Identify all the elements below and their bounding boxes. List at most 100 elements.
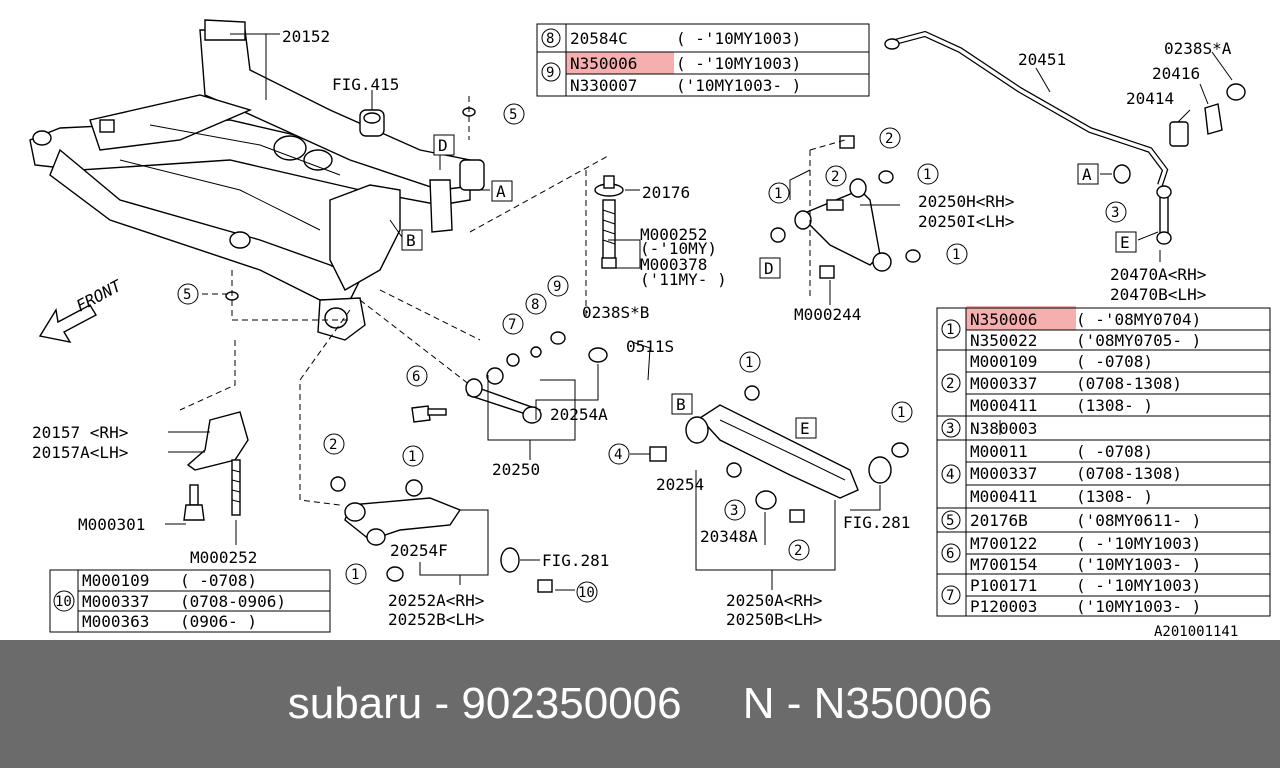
callout-2-a: 2: [329, 437, 337, 453]
letter-b-box-2: B: [676, 395, 686, 414]
callout-2-c: 2: [885, 131, 893, 147]
label-m000378: M000378: [640, 255, 707, 274]
rt-2-1-part: M000109: [970, 352, 1037, 371]
callout-1-b: 1: [351, 567, 359, 583]
stabilizer-bar-20451: [884, 30, 1246, 245]
right-table-num-5: 5: [946, 513, 954, 529]
rt-6-2-range: ('10MY1003- ): [1076, 555, 1201, 574]
right-table-num-2: 2: [946, 376, 954, 392]
top-table-num-8: 8: [546, 31, 554, 47]
callout-5-b: 5: [183, 287, 191, 303]
callout-1-f: 1: [774, 186, 782, 202]
subframe-crossmember: [29, 19, 485, 341]
label-20254f: 20254F: [390, 541, 448, 560]
callout-1-a: 1: [408, 449, 416, 465]
label-m000244: M000244: [794, 305, 861, 324]
upper-arm-20250h: [770, 135, 921, 279]
callout-9: 9: [553, 279, 561, 295]
highlight-right: [966, 306, 1076, 330]
right-table-num-6: 6: [946, 546, 954, 562]
front-label: FRONT: [73, 276, 126, 316]
rt-7-2-part: P120003: [970, 597, 1037, 616]
label-m000378-note: ('11MY- ): [640, 270, 727, 289]
letter-d-box-2: D: [764, 259, 774, 278]
rt-1-1-part: N350006: [970, 310, 1037, 329]
callout-circles: 5 5 6 7 8 9 2 1 1 10 1 4 3 2 1 2 2 1 1 1…: [177, 103, 1127, 603]
label-0238s-a: 0238S*A: [1164, 39, 1232, 58]
label-fig415: FIG.415: [332, 75, 399, 94]
lateral-link-20250: [411, 331, 608, 424]
callout-3-a: 3: [730, 503, 738, 519]
rt-3-1-part: N380003: [970, 419, 1037, 438]
footer-code: N: [742, 679, 775, 728]
label-m000252-b: M000252: [190, 548, 257, 567]
callout-1-g: 1: [952, 247, 960, 263]
label-ref-code: A201001141: [1154, 624, 1238, 640]
callout-7: 7: [508, 317, 516, 333]
top-table-part-3: N330007: [570, 76, 637, 95]
front-arrow: FRONT: [38, 276, 126, 343]
table-top: 8 9 20584C ( -'10MY1003) N350006 ( -'10M…: [536, 23, 870, 97]
footer-part-number: 902350006: [461, 679, 682, 728]
label-20157a: 20157A<LH>: [32, 443, 128, 462]
callout-10-a: 10: [578, 585, 595, 601]
label-20250h: 20250H<RH>: [918, 192, 1014, 211]
footer-oem-part: N350006: [813, 679, 993, 728]
bracket-20157: [183, 411, 249, 521]
leader-lines: [165, 33, 1233, 591]
top-table-range-2: ( -'10MY1003): [676, 54, 801, 73]
lower-arm-20250a: [649, 385, 909, 523]
callout-5-a: 5: [509, 107, 517, 123]
letter-boxes: D A B B E D A E: [401, 134, 1137, 439]
rt-4-1-range: ( -0708): [1076, 442, 1153, 461]
rt-4-2-part: M000337: [970, 464, 1037, 483]
left-table-part-3: M000363: [82, 612, 149, 631]
top-table-range-1: ( -'10MY1003): [676, 29, 801, 48]
table-right: 1 2 3 4 5 6 7 N350006 ( -'08MY0704) N350…: [936, 306, 1271, 617]
top-table-part-1: 20584C: [570, 29, 628, 48]
label-0511s: 0511S: [626, 337, 674, 356]
left-table-range-3: (0906- ): [180, 612, 257, 631]
callout-2-d: 2: [831, 169, 839, 185]
letter-a-box-2: A: [1082, 165, 1092, 184]
callout-6: 6: [412, 369, 420, 385]
label-20348a: 20348A: [700, 527, 758, 546]
right-table-num-3: 3: [946, 421, 954, 437]
letter-d-box-1: D: [438, 136, 448, 155]
rt-1-2-part: N350022: [970, 331, 1037, 350]
rt-6-1-part: M700122: [970, 534, 1037, 553]
label-20250a: 20250A<RH>: [726, 591, 822, 610]
rt-6-2-part: M700154: [970, 555, 1037, 574]
label-20470a: 20470A<RH>: [1110, 265, 1206, 284]
label-20254: 20254: [656, 475, 704, 494]
callout-4: 4: [614, 447, 622, 463]
rt-7-2-range: ('10MY1003- ): [1076, 597, 1201, 616]
letter-b-box-1: B: [406, 231, 416, 250]
rt-4-1-part: M00011: [970, 442, 1028, 461]
callout-1-c: 1: [745, 355, 753, 371]
right-table-num-1: 1: [946, 322, 954, 338]
part-labels: 20152 FIG.415 20176 M000252 (-'10MY) M00…: [32, 27, 1238, 640]
left-table-part-1: M000109: [82, 571, 149, 590]
letter-e-box-2: E: [1120, 233, 1130, 252]
label-20414: 20414: [1126, 89, 1174, 108]
rt-7-1-range: ( -'10MY1003): [1076, 576, 1201, 595]
parts-diagram: FRONT D A B B E D A E 5 5 6 7 8 9 2 1 1 …: [29, 19, 1271, 640]
top-table-range-3: ('10MY1003- ): [676, 76, 801, 95]
label-20152: 20152: [282, 27, 330, 46]
right-table-num-4: 4: [946, 467, 954, 483]
rt-2-1-range: ( -0708): [1076, 352, 1153, 371]
highlight-top: [566, 52, 674, 74]
footer-sep-1: -: [422, 679, 462, 728]
left-table-num: 10: [55, 594, 72, 610]
label-20252a: 20252A<RH>: [388, 591, 484, 610]
rt-4-2-range: (0708-1308): [1076, 464, 1182, 483]
part-number-footer: subaru - 902350006 N - N350006: [0, 640, 1280, 768]
label-20250b: 20250B<LH>: [726, 610, 822, 629]
rt-7-1-part: P100171: [970, 576, 1037, 595]
rt-1-2-range: ('08MY0705- ): [1076, 331, 1201, 350]
left-table-part-2: M000337: [82, 592, 149, 611]
rt-1-1-range: ( -'08MY0704): [1076, 310, 1201, 329]
left-table-range-1: ( -0708): [180, 571, 257, 590]
top-table-num-9: 9: [546, 65, 554, 81]
